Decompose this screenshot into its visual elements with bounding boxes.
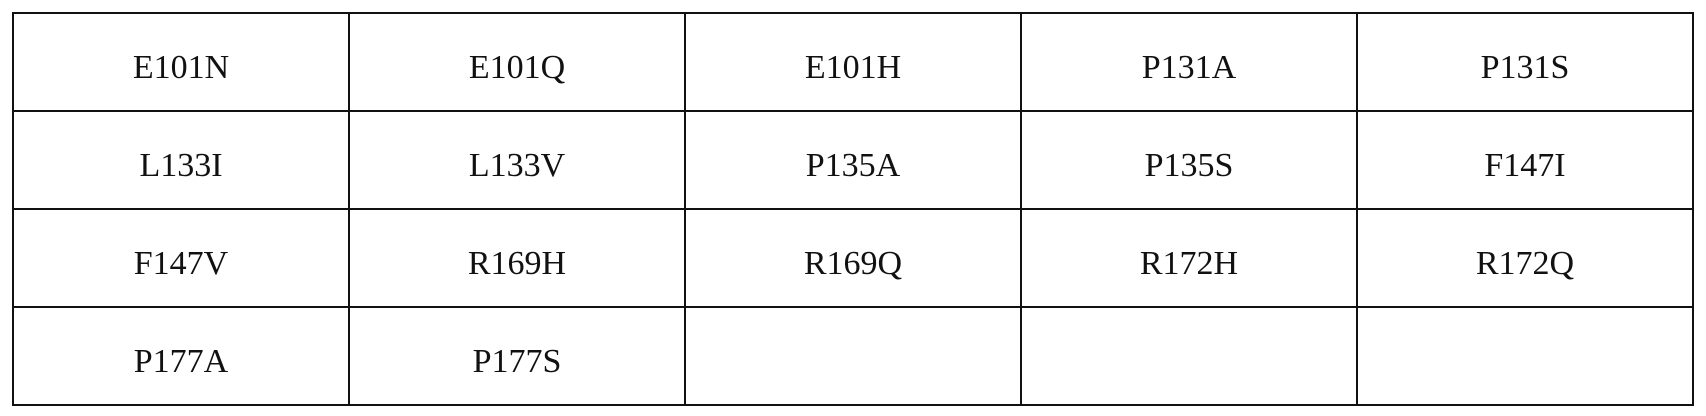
cell-text: R172Q: [1476, 245, 1574, 283]
table-cell: P135S: [1021, 111, 1357, 209]
table-cell: R169Q: [685, 209, 1021, 307]
table-cell: E101H: [685, 13, 1021, 111]
mutation-table-body: E101N E101Q E101H P131A P131S L133I L133…: [13, 13, 1693, 405]
table-row: E101N E101Q E101H P131A P131S: [13, 13, 1693, 111]
table-cell: F147V: [13, 209, 349, 307]
cell-text: F147V: [134, 245, 228, 283]
cell-text: E101Q: [469, 49, 565, 87]
cell-text: P135A: [806, 147, 900, 185]
cell-text: P177A: [134, 343, 228, 381]
cell-text: P135S: [1145, 147, 1234, 185]
mutation-table: E101N E101Q E101H P131A P131S L133I L133…: [12, 12, 1694, 406]
table-cell: F147I: [1357, 111, 1693, 209]
table-cell: R169H: [349, 209, 685, 307]
table-cell: P177A: [13, 307, 349, 405]
table-cell: P131A: [1021, 13, 1357, 111]
cell-text: F147I: [1484, 147, 1565, 185]
table-row: L133I L133V P135A P135S F147I: [13, 111, 1693, 209]
table-cell: R172H: [1021, 209, 1357, 307]
table-cell: R172Q: [1357, 209, 1693, 307]
table-cell: P177S: [349, 307, 685, 405]
cell-text: R169H: [468, 245, 566, 283]
table-cell: L133I: [13, 111, 349, 209]
table-cell: [1357, 307, 1693, 405]
cell-text: P131S: [1481, 49, 1570, 87]
table-cell: [1021, 307, 1357, 405]
table-row: P177A P177S: [13, 307, 1693, 405]
table-cell: L133V: [349, 111, 685, 209]
cell-text: L133V: [469, 147, 565, 185]
cell-text: R172H: [1140, 245, 1238, 283]
cell-text: P177S: [473, 343, 562, 381]
cell-text: E101N: [133, 49, 229, 87]
table-cell: E101Q: [349, 13, 685, 111]
table-row: F147V R169H R169Q R172H R172Q: [13, 209, 1693, 307]
cell-text: P131A: [1142, 49, 1236, 87]
cell-text: L133I: [139, 147, 222, 185]
table-cell: [685, 307, 1021, 405]
table-cell: P135A: [685, 111, 1021, 209]
cell-text: R169Q: [804, 245, 902, 283]
table-cell: P131S: [1357, 13, 1693, 111]
table-cell: E101N: [13, 13, 349, 111]
cell-text: E101H: [805, 49, 901, 87]
